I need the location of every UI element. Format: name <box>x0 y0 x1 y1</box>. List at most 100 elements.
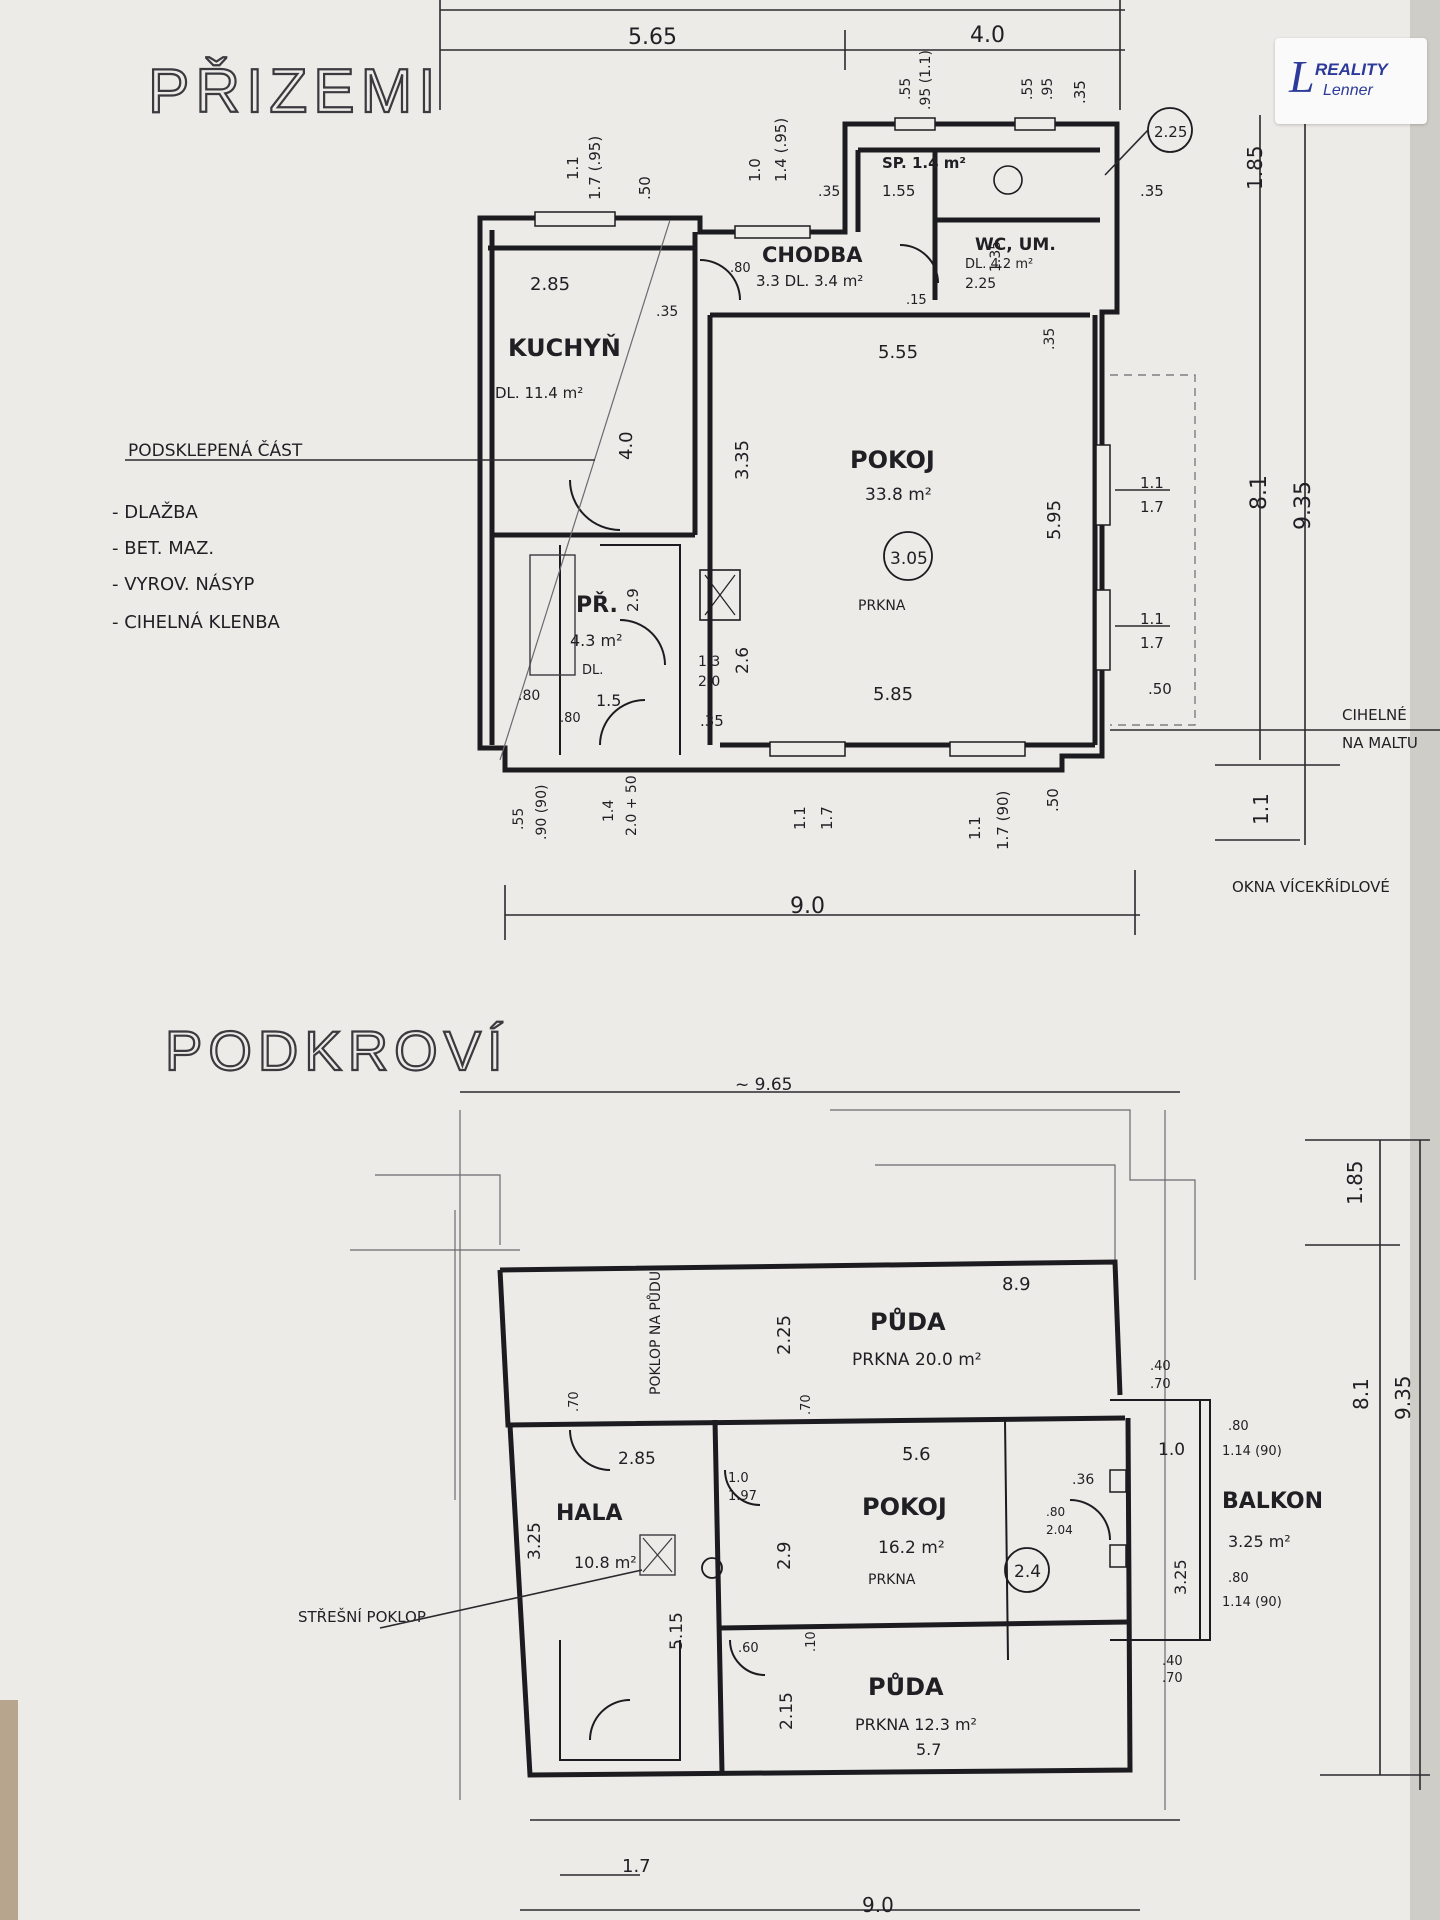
balcony-outline <box>1110 1399 1211 1641</box>
reality-lenner-logo: L REALITY Lenner <box>1275 38 1427 124</box>
dim-d35c: .35 <box>1140 182 1164 200</box>
ground-floor-plan: PŘIZEMI 5.65 4.0 <box>112 0 1440 940</box>
pantry-width: 1.55 <box>882 182 915 200</box>
dim-d40b: .40 <box>1162 1654 1183 1669</box>
dim-kitchen-stair: 4.0 <box>616 431 637 460</box>
logo-mark: L <box>1289 51 1315 102</box>
dim-bleft-a: .55 <box>511 808 527 830</box>
dim-bleft-b: 1.4 <box>601 800 617 822</box>
loft-bottom-area: PRKNA 12.3 m² <box>855 1715 977 1734</box>
kitchen-width: 2.85 <box>530 274 570 295</box>
hall-stair: 5.15 <box>667 1612 687 1650</box>
attic-dim-right-a: 1.85 <box>1343 1160 1367 1205</box>
dim-d35e: .35 <box>1042 328 1058 350</box>
hall-width: 1.5 <box>596 691 621 710</box>
dim-hall-depth: 2.6 <box>733 647 753 674</box>
hall-label: PŘ. <box>576 592 618 618</box>
stove-cross <box>704 574 736 616</box>
attic-room-floor: PRKNA <box>868 1572 916 1588</box>
dim-rwin-b: 1.1 <box>1140 610 1164 628</box>
attic-room-label: POKOJ <box>862 1493 947 1521</box>
stove-symbol <box>699 569 741 621</box>
dim-bwin-b2: 1.7 (90) <box>994 791 1012 850</box>
legend-item-4: - CIHELNÁ KLENBA <box>112 611 281 633</box>
dim-bwin-a: 1.1 <box>791 806 809 830</box>
room-depth-left: 3.35 <box>732 440 753 480</box>
dim-right-a: 1.85 <box>1243 145 1267 190</box>
paper-edge-shadow <box>1410 0 1440 1920</box>
dim-d40: .40 <box>1150 1359 1171 1374</box>
attic-room-area: 16.2 m² <box>878 1538 945 1558</box>
leader-line <box>379 1569 643 1629</box>
dim-bwin-b: 1.1 <box>966 816 984 840</box>
attic-floor-title: PODKROVÍ <box>165 1019 509 1082</box>
leader-line <box>1104 129 1149 176</box>
legend-item-1: - DLAŽBA <box>112 501 199 523</box>
note-brick: CIHELNÉ <box>1342 705 1407 724</box>
wc-label: WC, UM. <box>975 235 1056 255</box>
door-swing <box>899 244 939 284</box>
dim-rwin-a2: 1.7 <box>1140 498 1164 516</box>
wc-area: DL. 4.2 m² <box>965 257 1033 272</box>
dim-rwin-a: 1.1 <box>1140 474 1164 492</box>
legend-heading: PODSKLEPENÁ ČÁST <box>128 439 303 461</box>
dim-d50: .50 <box>636 176 654 200</box>
note-plaster: NA MALTU <box>1342 734 1418 752</box>
room-width-top: 5.55 <box>878 342 918 363</box>
room-label: POKOJ <box>850 446 935 474</box>
dim-d197: 1.97 <box>728 1489 757 1504</box>
ground-windows <box>534 117 1111 757</box>
dim-top-left: 5.65 <box>628 25 677 50</box>
dim-d80: .80 <box>730 261 751 276</box>
room-width-bottom: 5.85 <box>873 684 913 705</box>
door-swing <box>699 259 741 301</box>
cellar-outline-line <box>499 219 671 761</box>
attic-dim-bottom-total: 9.0 <box>862 1893 894 1917</box>
dim-d135: 1.35 <box>988 241 1004 272</box>
room-floor: PRKNA <box>858 598 906 614</box>
hall-area: 4.3 m² <box>570 631 623 650</box>
dim-d10: 1.0 <box>728 1471 749 1486</box>
roof-window-cross <box>642 1537 673 1573</box>
hall-right-wall <box>712 1419 725 1773</box>
attic-lower-walls <box>507 1417 1133 1778</box>
loft-top-depth: 2.25 <box>774 1315 795 1355</box>
balcony-width: 1.0 <box>1158 1440 1185 1460</box>
kitchen-label: KUCHYŇ <box>508 333 621 362</box>
dim-bwin-a2: 1.7 <box>818 806 836 830</box>
stair-outline <box>529 554 576 676</box>
roof-ghost-outline <box>875 1164 1116 1260</box>
room-height-circle <box>883 531 933 581</box>
dim-d60: .60 <box>738 1641 759 1656</box>
dim-d35b: .35 <box>1071 80 1089 104</box>
dim-h13: 1.3 <box>698 654 720 670</box>
dim-d35: .35 <box>818 184 840 200</box>
dim-d80: .80 <box>1046 1505 1065 1519</box>
loft-bottom-width: 5.7 <box>916 1740 941 1759</box>
roof-ghost-outline <box>350 1174 520 1500</box>
dim-top-total: ~ 9.65 <box>735 1075 793 1095</box>
hall-width: 2.85 <box>618 1449 656 1469</box>
hall-label: HALA <box>556 1501 622 1526</box>
dim-d36: .36 <box>1072 1472 1094 1488</box>
roof-window-note: STŘEŠNÍ POKLOP <box>298 1607 426 1626</box>
dim-d70: .70 <box>567 1391 582 1412</box>
chimney-symbol <box>701 1557 723 1579</box>
dim-d55: .55 <box>898 78 914 100</box>
hall-height: 2.9 <box>624 588 642 612</box>
hall-note: DL. <box>582 663 603 678</box>
attic-room-height: 2.4 <box>1014 1562 1041 1582</box>
attic-floor-plan: PODKROVÍ ~ 9.65 PŮDA PRKNA 20.0 m² <box>164 1018 1430 1917</box>
dim-d10b: .10 <box>804 1631 819 1652</box>
roof-ghost-outline <box>830 1109 1196 1280</box>
attic-height-circle <box>1004 1547 1050 1593</box>
dim-right-b: 8.1 <box>1247 475 1272 510</box>
window-ghost-outline <box>1110 374 1196 726</box>
door-swing <box>619 619 666 666</box>
loft-top-bottom-wall <box>497 1269 1126 1428</box>
dim-bw2b: 1.14 (90) <box>1222 1595 1282 1610</box>
dim-d70b: .70 <box>799 1394 814 1415</box>
pantry-label: SP. 1.4 m² <box>882 154 966 172</box>
hall-depth: 3.25 <box>525 1522 545 1560</box>
dim-d95: .95 (1.1) <box>918 50 934 110</box>
